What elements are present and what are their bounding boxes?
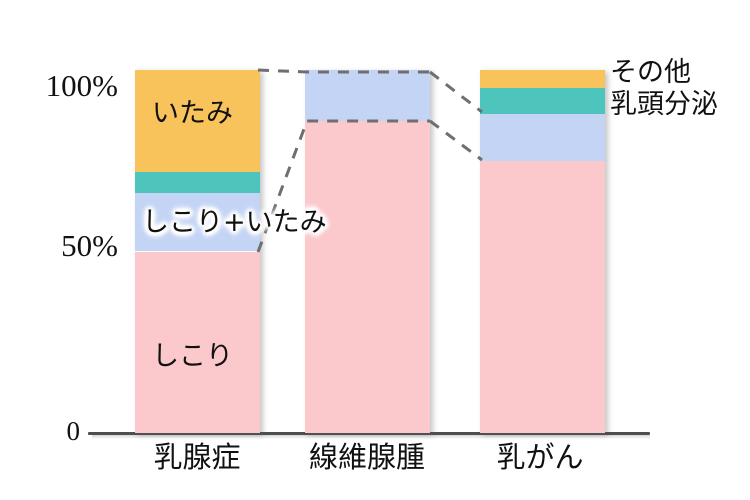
bar-column-breast-cancer	[480, 70, 605, 433]
bar-segment-lump	[135, 251, 260, 433]
x-axis-label-breast-cancer: 乳がん	[496, 440, 584, 474]
side-label-nipple-discharge: 乳頭分泌	[610, 89, 718, 120]
x-axis-baseline	[88, 432, 650, 439]
inbar-label-lump-plus-pain: しこり+いたみ	[142, 207, 327, 238]
y-axis-tick-0: 0	[66, 416, 81, 446]
connector-mid-right	[429, 119, 483, 162]
inbar-label-lump: しこり	[152, 341, 233, 372]
bar-segment-lump-plus-pain	[480, 113, 605, 161]
bar-segment-lump-plus-pain	[135, 193, 260, 252]
x-axis-label-fibroadenoma: 線維腺腫	[308, 440, 425, 474]
connector-top-right	[429, 70, 483, 114]
y-axis-tick-100: 100%	[45, 68, 118, 103]
side-label-other: その他	[610, 57, 691, 88]
bar-segment-lump	[305, 120, 430, 433]
bar-segment-other	[480, 70, 605, 89]
bar-segment-lump	[480, 160, 605, 433]
bar-segment-lump-plus-pain	[305, 70, 430, 121]
bar-segment-nipple-discharge	[480, 88, 605, 114]
bar-segment-other-pain	[135, 70, 260, 172]
x-axis-label-mastopathy: 乳腺症	[153, 440, 241, 474]
bar-segment-nipple-discharge	[135, 171, 260, 194]
bar-column-fibroadenoma	[305, 70, 430, 433]
y-axis-tick-50: 50%	[61, 228, 118, 263]
bar-column-mastopathy	[135, 70, 260, 433]
inbar-label-pain: いたみ	[152, 98, 233, 129]
